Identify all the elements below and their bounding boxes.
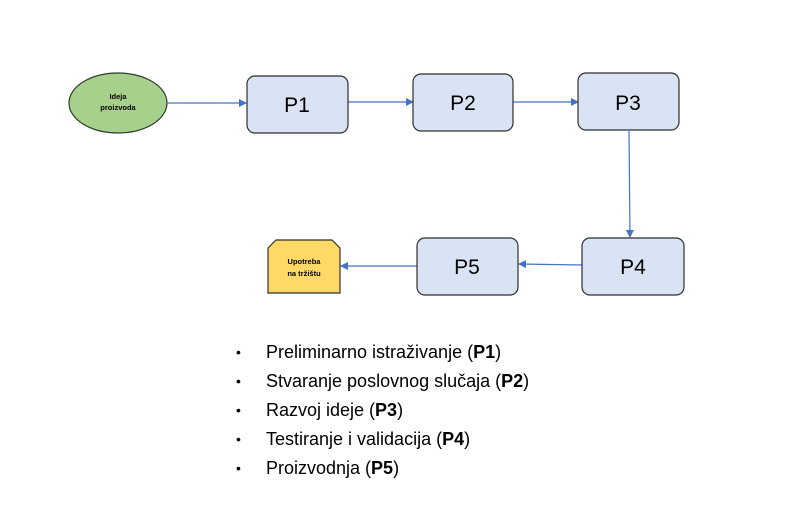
legend-item-text: Stvaranje poslovnog slučaja (: [266, 371, 502, 391]
process-node-p3-label: P3: [615, 92, 641, 115]
legend-item-code: P1: [473, 342, 496, 362]
process-node-p4-shape: [581, 237, 685, 296]
bullet-icon: •: [236, 344, 241, 360]
process-node-p1: P1: [246, 75, 349, 134]
end-node-label-line1: Upotreba: [288, 257, 322, 266]
bullet-icon: •: [236, 402, 241, 418]
process-node-p1-shape: [246, 75, 349, 134]
bullet-icon: •: [236, 373, 241, 389]
legend-item-text: Razvoj ideje (: [266, 400, 376, 420]
legend-item-code: P3: [375, 400, 398, 420]
legend-item-close: ): [393, 458, 400, 478]
process-node-p1-label: P1: [284, 94, 310, 117]
process-node-p3-shape: [577, 72, 680, 131]
start-node-label-line1: Ideja: [109, 92, 127, 101]
start-node-label-line2: proizvoda: [100, 103, 136, 112]
phase-legend-list: • Preliminarno istraživanje (P1) • Stvaran…: [234, 338, 529, 483]
legend-item-text: Testiranje i validacija (: [266, 429, 443, 449]
bullet-icon: •: [236, 431, 241, 447]
process-flow-diagram: Ideja proizvoda P1 P2 P3 P4 P5 Upotreba …: [68, 72, 685, 296]
end-node-shape: [267, 239, 341, 294]
legend-item-close: ): [397, 400, 404, 420]
legend-item-code: P4: [442, 429, 465, 449]
end-node-upotreba-na-trzistu: Upotreba na tržištu: [267, 239, 341, 294]
process-node-p2: P2: [412, 73, 514, 132]
legend-item-close: ): [523, 371, 530, 391]
legend-item-p3: • Razvoj ideje (P3): [234, 396, 529, 425]
process-node-p4: P4: [581, 237, 685, 296]
legend-item-p4: • Testiranje i validacija (P4): [234, 425, 529, 454]
process-node-p5-shape: [416, 237, 519, 296]
legend-item-code: P5: [371, 458, 394, 478]
process-node-p2-label: P2: [450, 92, 476, 115]
legend-item-code: P2: [501, 371, 524, 391]
legend-item-text: Preliminarno istraživanje (: [266, 342, 474, 362]
end-node-label-line2: na tržištu: [287, 269, 321, 278]
process-node-p5: P5: [416, 237, 519, 296]
process-node-p5-label: P5: [454, 256, 480, 279]
process-node-p4-label: P4: [620, 256, 646, 279]
bullet-icon: •: [236, 460, 241, 476]
arrow-p4-to-p5: [518, 260, 583, 269]
start-node-ideja-proizvoda: Ideja proizvoda: [68, 72, 168, 134]
legend-item-p5: • Proizvodnja (P5): [234, 454, 529, 483]
legend-item-close: ): [464, 429, 471, 449]
legend-item-p1: • Preliminarno istraživanje (P1): [234, 338, 529, 367]
arrow-p3-to-p4: [625, 130, 634, 238]
legend-item-close: ): [495, 342, 502, 362]
process-node-p3: P3: [577, 72, 680, 131]
legend-item-p2: • Stvaranje poslovnog slučaja (P2): [234, 367, 529, 396]
legend-item-text: Proizvodnja (: [266, 458, 372, 478]
process-node-p2-shape: [412, 73, 514, 132]
